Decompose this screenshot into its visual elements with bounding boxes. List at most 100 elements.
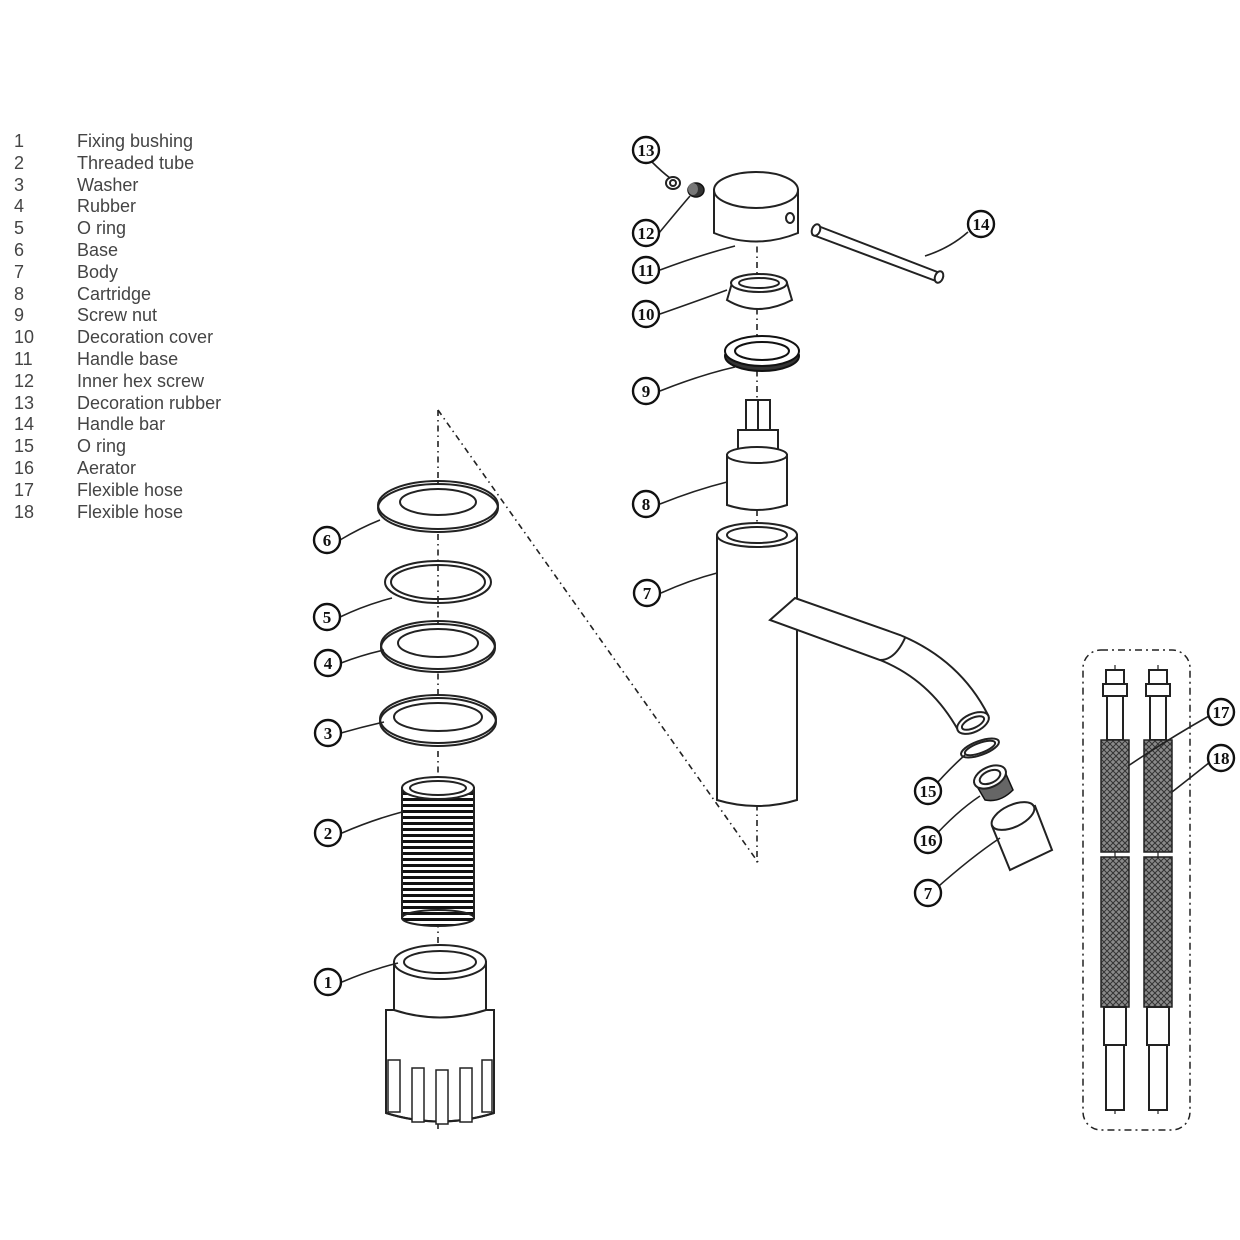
legend-row: 1 Fixing bushing [14, 131, 221, 153]
part-base [377, 480, 499, 533]
callout-label: 11 [638, 261, 654, 280]
part-aerator-housing [990, 801, 1054, 872]
legend-label: Handle bar [77, 414, 166, 435]
legend-number: 8 [14, 283, 25, 304]
legend-label: Decoration rubber [77, 392, 222, 413]
callout-17: 17 [1206, 697, 1236, 727]
callout-label: 13 [638, 141, 655, 160]
callout-label: 4 [324, 654, 333, 673]
callout-18: 18 [1206, 743, 1236, 773]
callout-7-aerator: 7 [913, 878, 943, 908]
callout-15: 15 [913, 776, 943, 806]
parts-legend: 1 Fixing bushing 2 Threaded tube 3 Washer 4… [14, 131, 221, 523]
legend-label: Body [77, 261, 119, 282]
callout-label: 7 [643, 584, 652, 603]
hoses-group [1082, 649, 1191, 1131]
part-handle-bar [810, 223, 945, 284]
callout-6: 6 [312, 525, 342, 555]
part-o-ring [384, 560, 492, 604]
legend-label: Handle base [77, 348, 179, 369]
callout-4: 4 [313, 648, 343, 678]
legend-row: 17 Flexible hose [14, 480, 221, 502]
callout-label: 7 [924, 884, 933, 903]
legend-number: 9 [14, 305, 25, 326]
part-washer [379, 694, 497, 747]
callout-label: 8 [642, 495, 651, 514]
legend-row: 7 Body [14, 262, 221, 284]
callout-16: 16 [913, 825, 943, 855]
legend-row: 16 Aerator [14, 458, 221, 480]
callout-label: 16 [920, 831, 937, 850]
callout-label: 17 [1213, 703, 1231, 722]
legend-number: 16 [14, 457, 35, 478]
callout-label: 15 [920, 782, 937, 801]
legend-label: Flexible hose [77, 479, 184, 500]
legend-number: 13 [14, 392, 35, 413]
callout-label: 18 [1213, 749, 1230, 768]
legend-number: 3 [14, 174, 25, 195]
part-threaded-tube [401, 776, 475, 927]
legend-number: 7 [14, 261, 25, 282]
legend-label: Decoration cover [77, 327, 214, 348]
callout-label: 2 [324, 824, 333, 843]
part-body [716, 522, 990, 807]
callout-label: 3 [324, 724, 333, 743]
part-fixing-bushing [385, 944, 495, 1125]
legend-label: O ring [77, 436, 127, 457]
callout-10: 10 [631, 299, 661, 329]
legend-number: 18 [14, 501, 35, 522]
legend-row: 11 Handle base [14, 349, 221, 371]
callout-label: 1 [324, 973, 333, 992]
part-o-ring-spout [960, 737, 1000, 759]
legend-number: 5 [14, 218, 25, 239]
callout-9: 9 [631, 376, 661, 406]
part-aerator [973, 764, 1014, 802]
legend-number: 1 [14, 131, 25, 151]
legend-label: Aerator [77, 457, 137, 478]
callout-3: 3 [313, 718, 343, 748]
legend-label: Flexible hose [77, 501, 184, 522]
part-inner-hex-screw [687, 182, 705, 198]
legend-label: Threaded tube [77, 152, 195, 173]
callout-14: 14 [966, 209, 996, 239]
part-rubber [380, 620, 496, 673]
part-flexible-hose-left [1100, 669, 1130, 1111]
callout-label: 9 [642, 382, 651, 401]
legend-label: Fixing bushing [77, 131, 194, 151]
legend-row: 15 O ring [14, 436, 221, 458]
part-flexible-hose-right [1143, 669, 1173, 1111]
callout-label: 14 [973, 215, 991, 234]
legend-number: 6 [14, 239, 25, 260]
legend-number: 11 [14, 348, 33, 369]
legend-row: 13 Decoration rubber [14, 393, 221, 415]
callout-label: 6 [323, 531, 332, 550]
part-cartridge [726, 399, 788, 511]
part-handle-base [713, 171, 799, 243]
legend-number: 4 [14, 196, 25, 217]
callout-8: 8 [631, 489, 661, 519]
part-decoration-rubber [665, 176, 681, 190]
callout-label: 12 [638, 224, 655, 243]
legend-number: 15 [14, 436, 35, 457]
callout-1: 1 [313, 967, 343, 997]
legend-label: Rubber [77, 196, 137, 217]
part-screw-nut [724, 335, 800, 372]
legend-number: 17 [14, 479, 35, 500]
callout-5: 5 [312, 602, 342, 632]
legend-row: 6 Base [14, 240, 221, 262]
legend-row: 18 Flexible hose [14, 502, 221, 524]
callout-12: 12 [631, 218, 661, 248]
legend-label: Base [77, 239, 119, 260]
legend-row: 2 Threaded tube [14, 153, 221, 175]
callout-13: 13 [631, 135, 661, 165]
legend-number: 12 [14, 370, 35, 391]
legend-row: 3 Washer [14, 175, 221, 197]
legend-label: Washer [77, 174, 139, 195]
legend-number: 2 [14, 152, 25, 173]
